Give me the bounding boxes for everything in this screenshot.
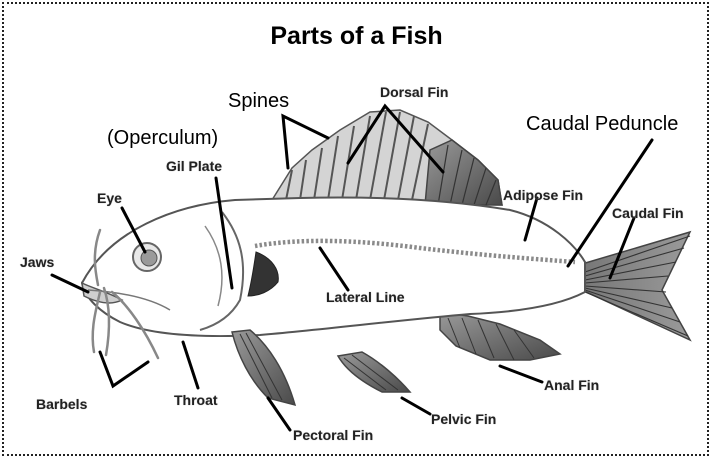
- label-pelvic-fin: Pelvic Fin: [431, 411, 496, 427]
- label-caudal-peduncle: Caudal Peduncle: [526, 113, 678, 136]
- anal-fin-pointer: [500, 366, 542, 382]
- eye: [133, 243, 161, 271]
- label-lateral-line: Lateral Line: [326, 289, 405, 305]
- label-eye: Eye: [97, 190, 122, 206]
- caudal-fin: [582, 232, 690, 340]
- label-operculum: (Operculum): [107, 127, 218, 150]
- pectoral-fin: [232, 330, 295, 405]
- anal-fin: [440, 312, 560, 360]
- throat-pointer: [183, 342, 198, 388]
- pelvic-fin: [338, 352, 410, 392]
- label-throat: Throat: [174, 392, 218, 408]
- pelvic-fin-pointer: [402, 398, 430, 414]
- label-adipose-fin: Adipose Fin: [503, 187, 583, 203]
- label-barbels: Barbels: [36, 396, 87, 412]
- label-caudal-fin: Caudal Fin: [612, 205, 684, 221]
- label-spines: Spines: [228, 90, 289, 113]
- label-jaws: Jaws: [20, 254, 54, 270]
- dorsal-fin: [272, 110, 502, 205]
- barbels-pointer: [100, 352, 148, 386]
- label-gill-plate: Gil Plate: [166, 158, 222, 174]
- label-anal-fin: Anal Fin: [544, 377, 599, 393]
- label-pectoral-fin: Pectoral Fin: [293, 427, 373, 443]
- label-dorsal-fin: Dorsal Fin: [380, 84, 448, 100]
